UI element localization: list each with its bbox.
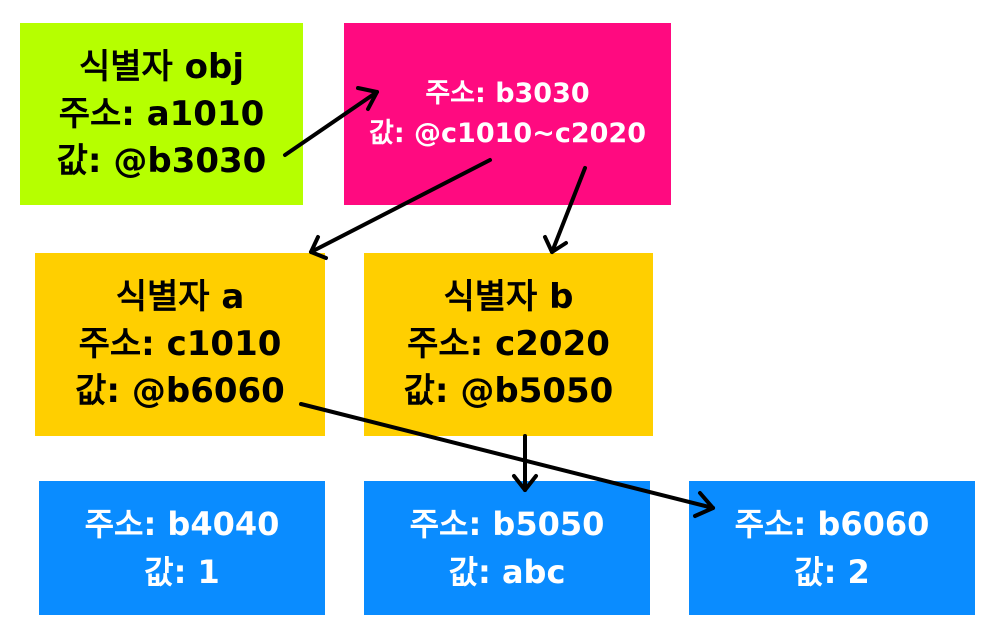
identifier-obj-value: 값: @b3030 — [56, 140, 267, 181]
identifier-b-name: 식별자 b — [443, 277, 574, 317]
value-b5050-box: 주소: b5050 값: abc — [364, 481, 650, 615]
identifier-b-address: 주소: c2020 — [407, 324, 610, 364]
identifier-b-value: 값: @b5050 — [403, 371, 614, 411]
value-b4040-box: 주소: b4040 값: 1 — [39, 481, 325, 615]
value-b5050-value: 값: abc — [448, 553, 566, 591]
identifier-obj-box: 식별자 obj 주소: a1010 값: @b3030 — [20, 23, 303, 205]
object-b3030-value: 값: @c1010~c2020 — [369, 118, 646, 149]
object-b3030-address: 주소: b3030 — [425, 78, 590, 109]
value-b6060-box: 주소: b6060 값: 2 — [689, 481, 975, 615]
identifier-b-box: 식별자 b 주소: c2020 값: @b5050 — [364, 253, 653, 436]
identifier-obj-name: 식별자 obj — [78, 46, 245, 87]
identifier-obj-address: 주소: a1010 — [58, 93, 265, 134]
value-b6060-address: 주소: b6060 — [734, 505, 930, 543]
value-b4040-value: 값: 1 — [144, 553, 220, 591]
identifier-a-address: 주소: c1010 — [78, 324, 282, 364]
identifier-a-box: 식별자 a 주소: c1010 값: @b6060 — [35, 253, 325, 436]
object-b3030-box: 주소: b3030 값: @c1010~c2020 — [344, 23, 671, 205]
value-b5050-address: 주소: b5050 — [409, 505, 605, 543]
identifier-a-value: 값: @b6060 — [75, 371, 285, 411]
value-b6060-value: 값: 2 — [794, 553, 870, 591]
identifier-a-name: 식별자 a — [115, 277, 245, 317]
value-b4040-address: 주소: b4040 — [84, 505, 280, 543]
